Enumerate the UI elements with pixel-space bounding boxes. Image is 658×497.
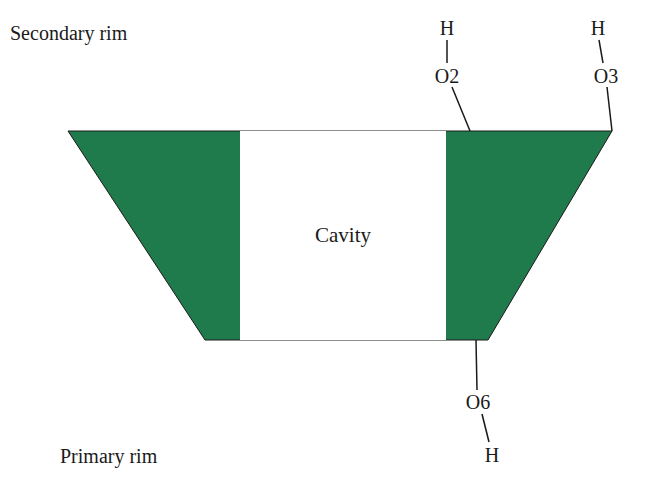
- bond-line: [452, 87, 470, 131]
- bond-line: [607, 87, 612, 131]
- bond-line: [476, 340, 477, 390]
- atom-label: O3: [594, 66, 618, 86]
- bond-line: [446, 40, 448, 63]
- cavity-label: Cavity: [315, 223, 371, 248]
- rim-label: Primary rim: [60, 446, 157, 466]
- bond-line: [482, 414, 489, 442]
- atom-label: H: [440, 18, 454, 38]
- atom-label: O6: [466, 392, 490, 412]
- atom-label: H: [485, 445, 499, 465]
- atom-label: H: [591, 18, 605, 38]
- atom-label: O2: [435, 66, 459, 86]
- rim-label: Secondary rim: [10, 23, 127, 43]
- torus-shape: [68, 131, 612, 340]
- cavity-box: Cavity: [240, 131, 446, 340]
- bond-line: [599, 40, 603, 63]
